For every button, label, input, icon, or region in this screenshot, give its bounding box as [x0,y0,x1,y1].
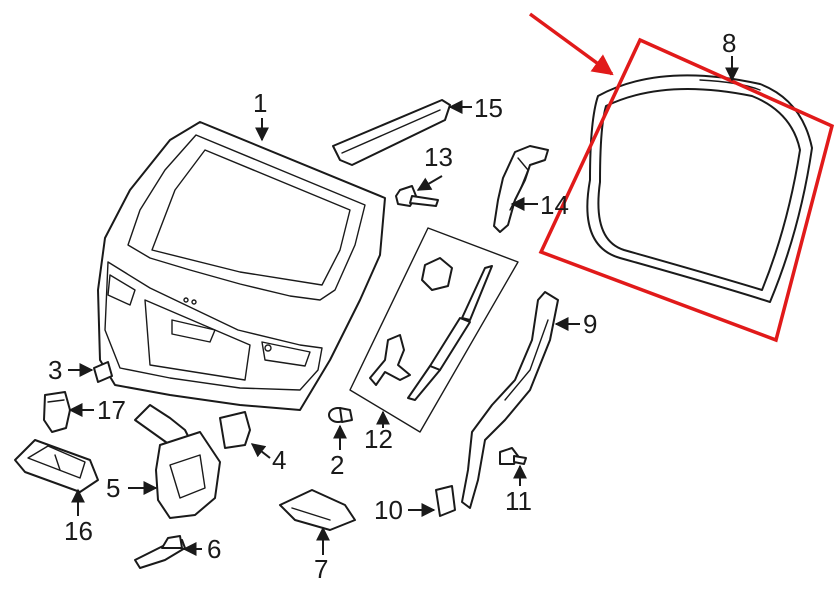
part-16-handle [14,439,99,493]
part-6-striker [134,535,186,569]
callout-16: 16 [64,516,93,546]
callout-11: 11 [505,486,532,516]
callout-13: 13 [424,142,453,172]
callout-4: 4 [272,445,286,475]
callout-3: 3 [48,355,62,385]
part-3-grommet [93,361,113,383]
part-12-gas-strut-kit [349,227,519,433]
part-7-actuator [279,489,356,531]
part-13-bolt [395,185,439,207]
part-10-clip [435,485,456,517]
callout-12: 12 [364,424,393,454]
callout-2: 2 [330,450,344,480]
callout-15: 15 [474,93,503,123]
callout-6: 6 [207,534,221,564]
callout-1: 1 [253,88,267,118]
callout-5: 5 [106,473,120,503]
part-11-bolt [499,447,527,465]
leader-lines [68,56,739,556]
part-9-trim [461,291,559,509]
part-17-switch [43,391,71,433]
callout-9: 9 [583,309,597,339]
callout-17: 17 [97,395,126,425]
highlight-box [538,37,835,343]
callout-7: 7 [314,554,328,584]
part-2-bumper [328,407,353,423]
callout-10: 10 [374,495,403,525]
callout-14: 14 [540,190,569,220]
part-8-weatherstrip [586,74,813,303]
part-15-spoiler [332,99,451,166]
callout-8: 8 [722,28,736,58]
part-1-tailgate [97,121,386,411]
part-4-bracket [219,411,251,449]
part-5-latch [134,404,221,519]
highlight-arrow [528,12,614,76]
